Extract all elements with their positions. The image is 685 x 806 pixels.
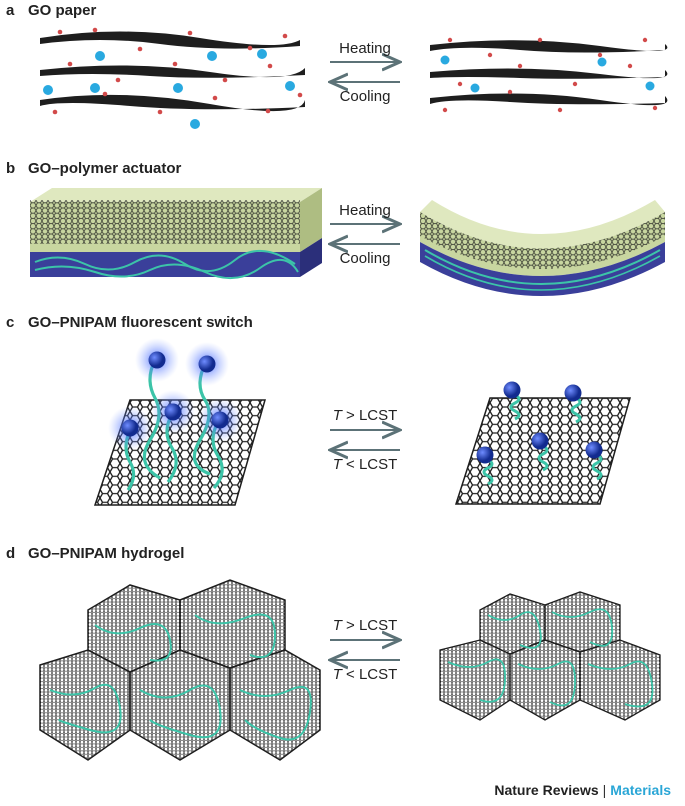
hydrogel-swollen bbox=[39, 579, 321, 761]
panel-c-letter: c bbox=[6, 314, 15, 331]
polymer-chain bbox=[34, 259, 299, 279]
graphene-stack bbox=[30, 200, 300, 244]
panel-a-forward-label: Heating bbox=[339, 40, 391, 57]
panel-d-title: GO–PNIPAM hydrogel bbox=[28, 545, 185, 562]
journal-credit: Nature Reviews|Materials bbox=[494, 782, 671, 798]
temperature-symbol: T bbox=[332, 456, 342, 473]
go-layer-top-face bbox=[30, 188, 322, 202]
polymer-chain bbox=[34, 249, 296, 272]
journal-name: Nature Reviews bbox=[494, 782, 599, 798]
polymer-layer-side bbox=[300, 238, 322, 277]
oxygen-groups bbox=[442, 37, 658, 113]
credit-separator: | bbox=[602, 782, 607, 798]
panel-c-heading: c GO–PNIPAM fluorescent switch bbox=[6, 314, 253, 331]
panel-a-heading: a GO paper bbox=[6, 2, 96, 19]
graphene-sheet bbox=[430, 40, 668, 53]
graphene-sheet bbox=[40, 94, 305, 112]
temperature-symbol: T bbox=[332, 666, 342, 683]
lcst-condition: > LCST bbox=[341, 407, 398, 424]
fluorophores bbox=[476, 381, 603, 464]
go-layer-side bbox=[300, 188, 322, 252]
panel-b-heading: b GO–polymer actuator bbox=[6, 160, 181, 177]
graphene-stack bbox=[420, 212, 665, 269]
panel-c-forward-label: T > LCST bbox=[320, 407, 410, 424]
panel-a-backward-label: Cooling bbox=[339, 88, 391, 105]
pnipam-chains-collapsed bbox=[482, 393, 603, 486]
polymer-layer bbox=[420, 242, 665, 296]
go-paper-expanded bbox=[40, 27, 305, 129]
journal-section: Materials bbox=[610, 782, 671, 798]
polymer-chain bbox=[424, 249, 661, 285]
graphene-sheet bbox=[430, 93, 668, 106]
panel-c-backward-label: T < LCST bbox=[320, 456, 410, 473]
pnipam-network bbox=[49, 613, 312, 741]
panel-b-letter: b bbox=[6, 160, 16, 177]
hydrogel-collapsed bbox=[439, 591, 661, 721]
panel-b-forward-label: Heating bbox=[339, 202, 391, 219]
graphene-sheet-quenched bbox=[454, 381, 631, 505]
panel-b-title: GO–polymer actuator bbox=[28, 160, 182, 177]
water-molecules bbox=[440, 55, 655, 93]
pnipam-network bbox=[447, 608, 654, 708]
graphene-sheet-fluorescent bbox=[93, 338, 266, 506]
panel-b-backward-label: Cooling bbox=[339, 250, 391, 267]
lcst-condition: < LCST bbox=[341, 666, 398, 683]
lcst-condition: < LCST bbox=[341, 456, 398, 473]
water-molecules bbox=[43, 49, 295, 129]
go-paper-compact bbox=[430, 37, 668, 113]
fluorophores bbox=[121, 351, 229, 437]
oxygen-groups bbox=[52, 27, 303, 115]
panel-a-letter: a bbox=[6, 2, 15, 19]
polymer-chain bbox=[424, 255, 661, 291]
graphene-sheet bbox=[40, 31, 300, 49]
panel-d-forward-label: T > LCST bbox=[320, 617, 410, 634]
panel-c-title: GO–PNIPAM fluorescent switch bbox=[28, 314, 253, 331]
temperature-symbol: T bbox=[332, 617, 342, 634]
panel-d-letter: d bbox=[6, 545, 16, 562]
graphene-sheet bbox=[430, 68, 668, 79]
actuator-bent bbox=[420, 200, 665, 296]
go-layer-top-face bbox=[420, 200, 665, 249]
panel-d-backward-label: T < LCST bbox=[320, 666, 410, 683]
actuator-flat bbox=[30, 188, 322, 279]
lcst-condition: > LCST bbox=[341, 617, 398, 634]
graphene-sheet bbox=[40, 65, 305, 78]
panel-a-title: GO paper bbox=[28, 2, 97, 19]
panel-d-heading: d GO–PNIPAM hydrogel bbox=[6, 545, 184, 562]
temperature-symbol: T bbox=[332, 407, 342, 424]
